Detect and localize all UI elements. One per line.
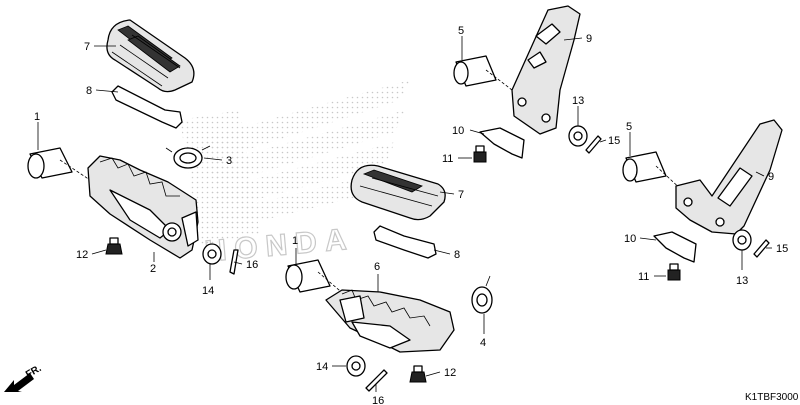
callout-2: 2	[150, 263, 156, 275]
callout-7-top: 7	[84, 41, 90, 53]
footpeg-mid	[325, 289, 455, 353]
footpeg-left	[87, 155, 199, 259]
callout-5-right: 5	[626, 121, 632, 133]
callout-6: 6	[374, 261, 380, 273]
callout-13-top: 13	[572, 95, 584, 107]
callout-9-right: 9	[768, 171, 774, 183]
callout-10-top: 10	[452, 125, 464, 137]
callout-8-mid: 8	[454, 249, 460, 261]
callout-15-top: 15	[608, 135, 620, 147]
diagram-code: K1TBF3000	[745, 392, 799, 403]
cotter-pin-right-bot	[753, 239, 770, 258]
callout-1-left: 1	[34, 111, 40, 123]
washer-right-bot	[732, 229, 752, 251]
callout-3: 3	[226, 155, 232, 167]
bolt-right-bot	[667, 263, 681, 281]
washer-right-top	[568, 125, 588, 147]
step-pin-mid	[285, 259, 347, 297]
step-rubber-mid	[350, 164, 446, 221]
bolt-bot	[409, 365, 427, 383]
bolt-left	[105, 237, 123, 255]
callout-4: 4	[480, 337, 486, 349]
step-plate-top	[111, 85, 183, 129]
cotter-pin-bot	[365, 369, 388, 392]
callout-8-top: 8	[86, 85, 92, 97]
direction-label: FR.	[24, 363, 44, 381]
leader-lines	[37, 36, 772, 392]
pin-right-bot	[622, 151, 685, 193]
bracket-plate-top	[479, 127, 525, 159]
step-pin-left	[27, 147, 97, 185]
callout-15-bot: 15	[776, 243, 788, 255]
callout-5-top: 5	[458, 25, 464, 37]
washer-bot	[346, 355, 366, 377]
honda-wing-watermark: HONDA	[180, 80, 410, 269]
callout-10-bot: 10	[624, 233, 636, 245]
callout-11-top: 11	[442, 153, 453, 165]
spring-left	[165, 145, 211, 169]
bracket-plate-bot	[653, 231, 697, 263]
callout-11-bot: 11	[638, 271, 649, 283]
pin-right-top	[453, 55, 513, 91]
callout-9-top: 9	[586, 33, 592, 45]
callout-14-bot: 14	[316, 361, 328, 373]
cotter-pin-right-top	[585, 135, 602, 154]
front-direction-arrow: FR.	[4, 363, 44, 392]
callout-1-mid: 1	[292, 235, 298, 247]
callout-12-bot: 12	[444, 367, 456, 379]
bracket-top	[511, 5, 581, 135]
callout-12-left: 12	[76, 249, 88, 261]
callout-16-bot: 16	[372, 395, 384, 405]
callouts: 1 2 3 7 8 12 14 16 7 8 1 6 4 14 12 16 5 …	[34, 25, 788, 405]
step-plate-mid	[373, 225, 437, 259]
step-rubber-top	[106, 19, 195, 93]
bolt-right-top	[473, 145, 487, 163]
callout-13-bot: 13	[736, 275, 748, 287]
bracket-bot	[675, 119, 783, 235]
callout-7-mid: 7	[458, 189, 464, 201]
washer-left	[202, 243, 222, 265]
spring-mid	[471, 275, 493, 314]
callout-14-left: 14	[202, 285, 214, 297]
callout-16-left: 16	[246, 259, 258, 271]
